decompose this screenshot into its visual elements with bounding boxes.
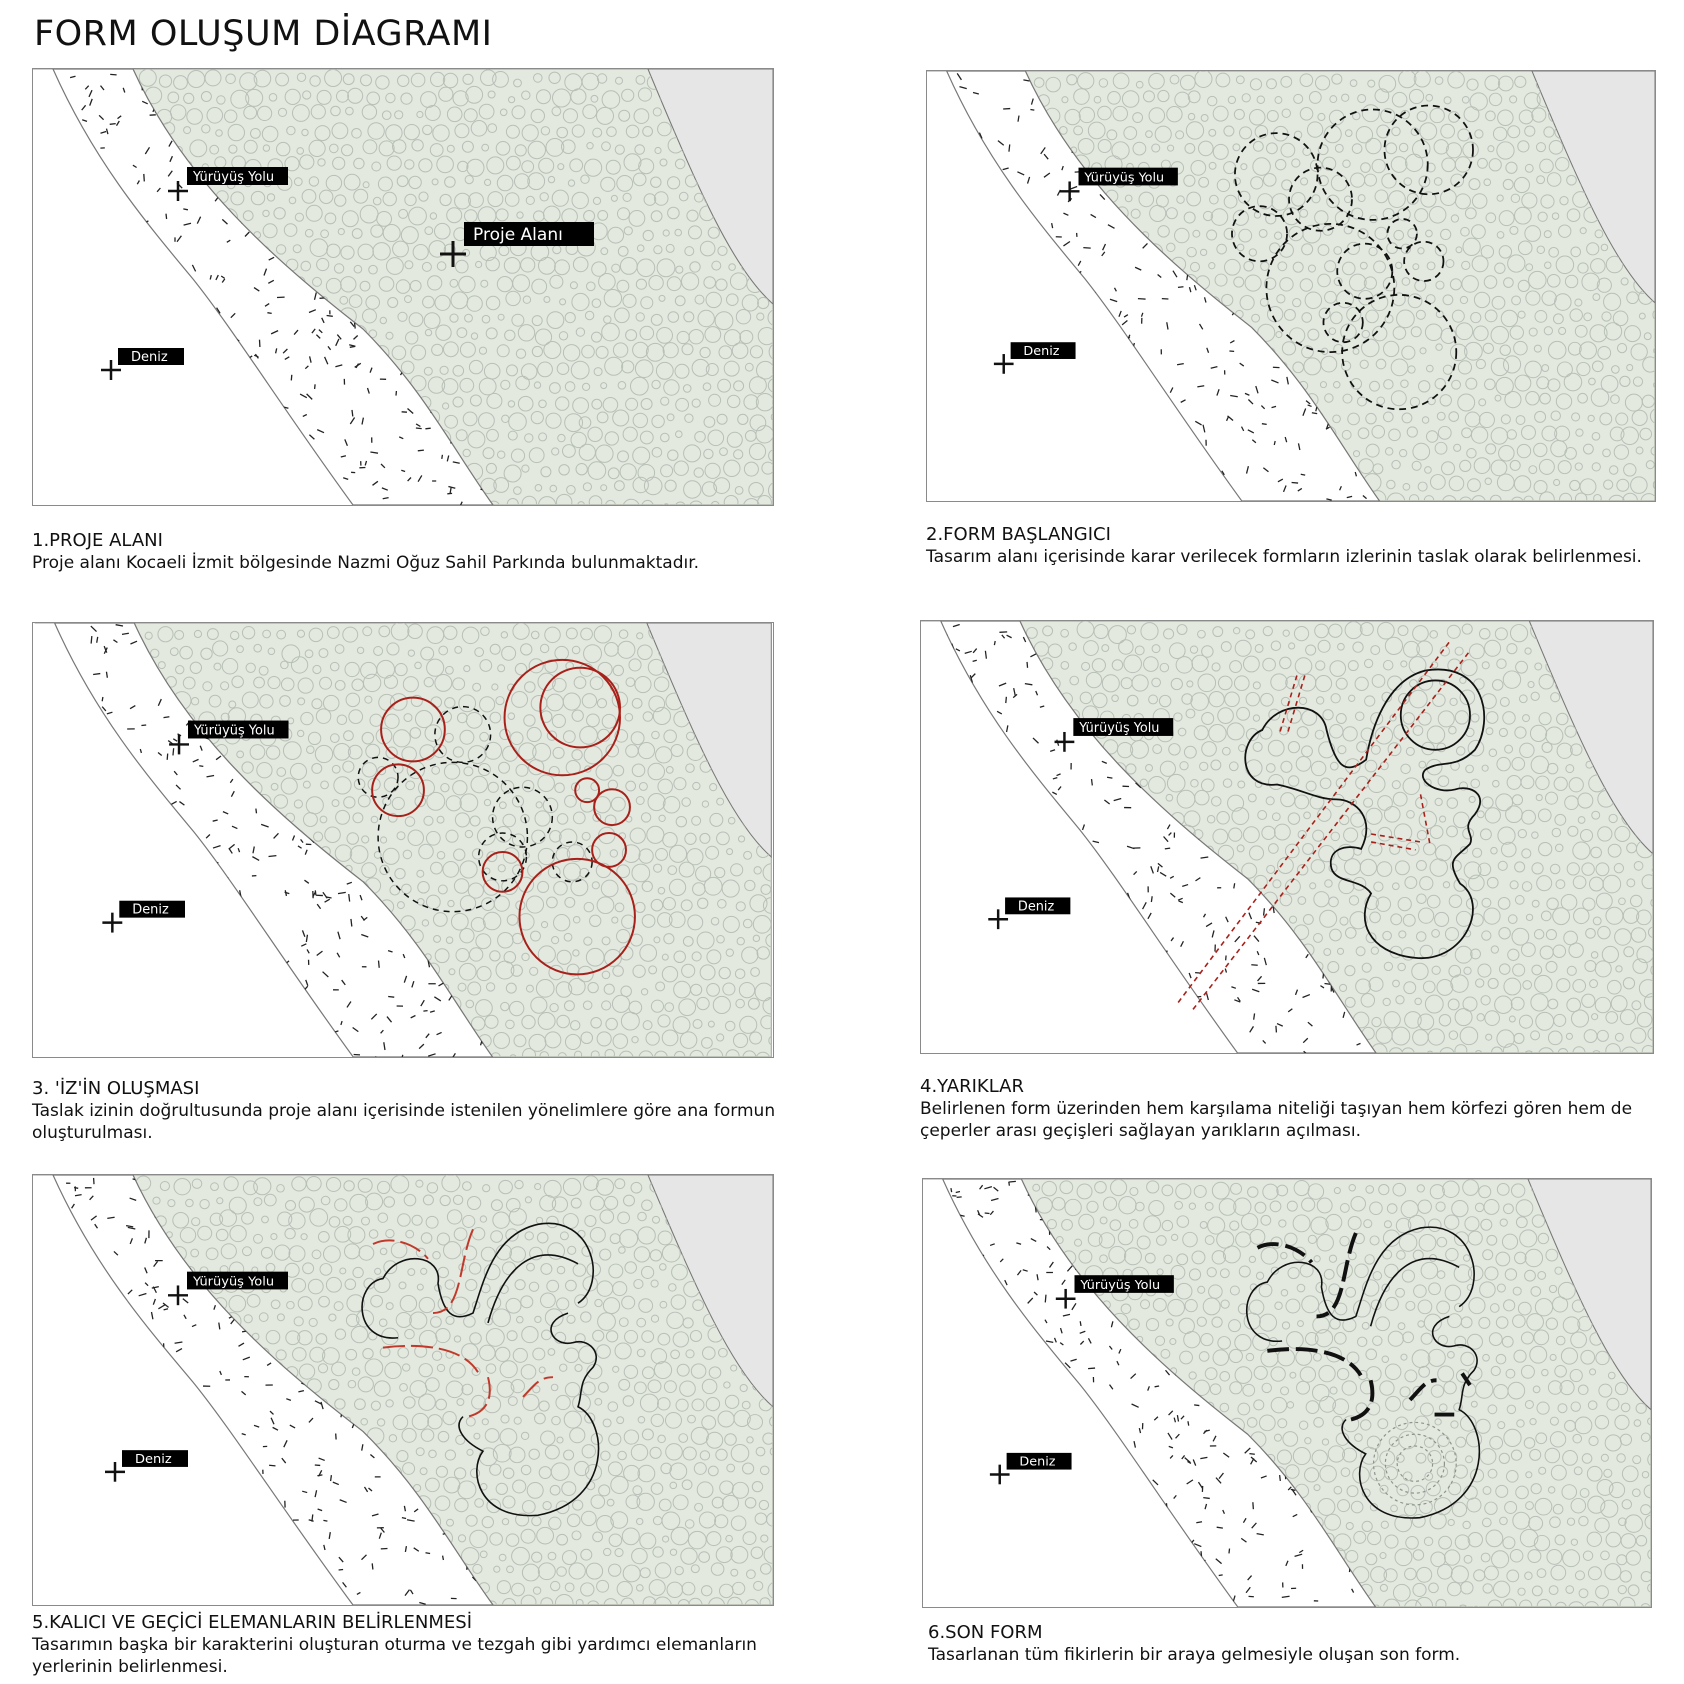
sea-label: Deniz	[135, 1452, 172, 1467]
caption-5: 5.KALICI VE GEÇİCİ ELEMANLARIN BELİRLENM…	[32, 1612, 772, 1678]
sea-marker: Deniz	[989, 1452, 1072, 1485]
walkway-strip	[946, 71, 1381, 501]
sea-label: Deniz	[1019, 1455, 1055, 1470]
diagram-panel-4: Yürüyüş Yolu Deniz	[920, 620, 1654, 1054]
site-label: Proje Alanı	[473, 225, 563, 245]
step-text: Tasarlanan tüm fikirlerin bir araya gelm…	[928, 1645, 1461, 1665]
walkway-label: Yürüyüş Yolu	[192, 1275, 274, 1290]
walkway-marker: Yürüyüş Yolu	[1054, 718, 1174, 752]
caption-3: 3. 'İZ'İN OLUŞMASI Taslak izinin doğrult…	[32, 1078, 792, 1144]
page-title: FORM OLUŞUM DİAGRAMI	[34, 14, 493, 54]
walkway-marker: Yürüyüş Yolu	[1055, 1275, 1174, 1309]
red-form-outline	[371, 658, 636, 976]
shore-edge	[1527, 1179, 1651, 1411]
step-text: Belirlenen form üzerinden hem karşılama …	[920, 1099, 1633, 1141]
step-text: Proje alanı Kocaeli İzmit bölgesinde Naz…	[32, 553, 700, 573]
form-outline	[361, 1222, 600, 1517]
site-plan-6: Yürüyüş Yolu Deniz	[923, 1179, 1651, 1607]
walkway-label: Yürüyüş Yolu	[192, 170, 274, 185]
site-plan-1: Yürüyüş Yolu Proje Alanı Deniz	[33, 69, 773, 505]
slit-arrows	[1177, 640, 1471, 1010]
sea-label: Deniz	[1023, 344, 1059, 359]
step-title: 1.PROJE ALANI	[32, 530, 163, 551]
form-outline	[1246, 1226, 1481, 1519]
red-element-marks	[372, 1228, 554, 1418]
diagram-panel-6: Yürüyüş Yolu Deniz	[922, 1178, 1652, 1608]
caption-6: 6.SON FORM Tasarlanan tüm fikirlerin bir…	[928, 1622, 1684, 1666]
shore-edge	[1528, 621, 1653, 855]
dashed-trace-circles	[1231, 104, 1474, 411]
walkway-strip	[942, 1179, 1377, 1607]
walkway-strip	[52, 69, 494, 505]
caption-4: 4.YARIKLAR Belirlenen form üzerinden hem…	[920, 1076, 1680, 1142]
step-title: 2.FORM BAŞLANGICI	[926, 524, 1111, 545]
walkway-marker: Yürüyüş Yolu	[168, 167, 288, 201]
amphitheatre-rings	[1372, 1421, 1457, 1506]
step-title: 6.SON FORM	[928, 1622, 1043, 1643]
shore-edge	[647, 69, 773, 305]
form-outline	[1244, 668, 1486, 959]
shore-edge	[1531, 71, 1655, 304]
shore-edge	[646, 623, 772, 859]
sea-label: Deniz	[1018, 899, 1055, 914]
shore-edge	[647, 1175, 773, 1408]
walkway-marker: Yürüyüş Yolu	[1059, 167, 1178, 202]
walkway-strip	[52, 1175, 494, 1605]
sea-marker: Deniz	[101, 348, 184, 380]
diagram-panel-2: Yürüyüş Yolu Deniz	[926, 70, 1656, 502]
walkway-strip	[940, 621, 1377, 1053]
diagram-panel-1: Yürüyüş Yolu Proje Alanı Deniz	[32, 68, 774, 506]
walkway-strip	[53, 623, 494, 1057]
sea-marker: Deniz	[993, 342, 1076, 374]
site-plan-3: Yürüyüş Yolu Deniz	[34, 623, 772, 1057]
sea-marker: Deniz	[102, 900, 186, 933]
walkway-marker: Yürüyüş Yolu	[169, 720, 289, 755]
diagram-panel-5: Yürüyüş Yolu Deniz	[32, 1174, 774, 1606]
step-title: 4.YARIKLAR	[920, 1076, 1024, 1097]
step-text: Taslak izinin doğrultusunda proje alanı …	[32, 1101, 776, 1143]
caption-1: 1.PROJE ALANI Proje alanı Kocaeli İzmit …	[32, 530, 792, 574]
step-text: Tasarımın başka bir karakterini oluştura…	[32, 1635, 757, 1677]
step-title: 5.KALICI VE GEÇİCİ ELEMANLARIN BELİRLENM…	[32, 1612, 473, 1633]
walkway-marker: Yürüyüş Yolu	[168, 1271, 288, 1306]
site-marker: Proje Alanı	[440, 222, 594, 267]
walkway-label: Yürüyüş Yolu	[1078, 721, 1159, 736]
walkway-label: Yürüyüş Yolu	[1083, 170, 1164, 185]
site-plan-2: Yürüyüş Yolu Deniz	[927, 71, 1655, 501]
walkway-label: Yürüyüş Yolu	[193, 723, 275, 738]
caption-2: 2.FORM BAŞLANGICI Tasarım alanı içerisin…	[926, 524, 1684, 568]
diagram-panel-3: Yürüyüş Yolu Deniz	[32, 622, 774, 1058]
step-text: Tasarım alanı içerisinde karar verilecek…	[926, 547, 1642, 567]
sea-marker: Deniz	[988, 897, 1071, 930]
site-plan-5: Yürüyüş Yolu Deniz	[33, 1175, 773, 1605]
sea-label: Deniz	[132, 903, 169, 918]
step-title: 3. 'İZ'İN OLUŞMASI	[32, 1078, 200, 1099]
bench-elements	[1256, 1232, 1472, 1422]
site-plan-4: Yürüyüş Yolu Deniz	[921, 621, 1653, 1053]
sea-marker: Deniz	[105, 1450, 188, 1482]
sea-label: Deniz	[131, 350, 168, 365]
walkway-label: Yürüyüş Yolu	[1079, 1278, 1160, 1293]
